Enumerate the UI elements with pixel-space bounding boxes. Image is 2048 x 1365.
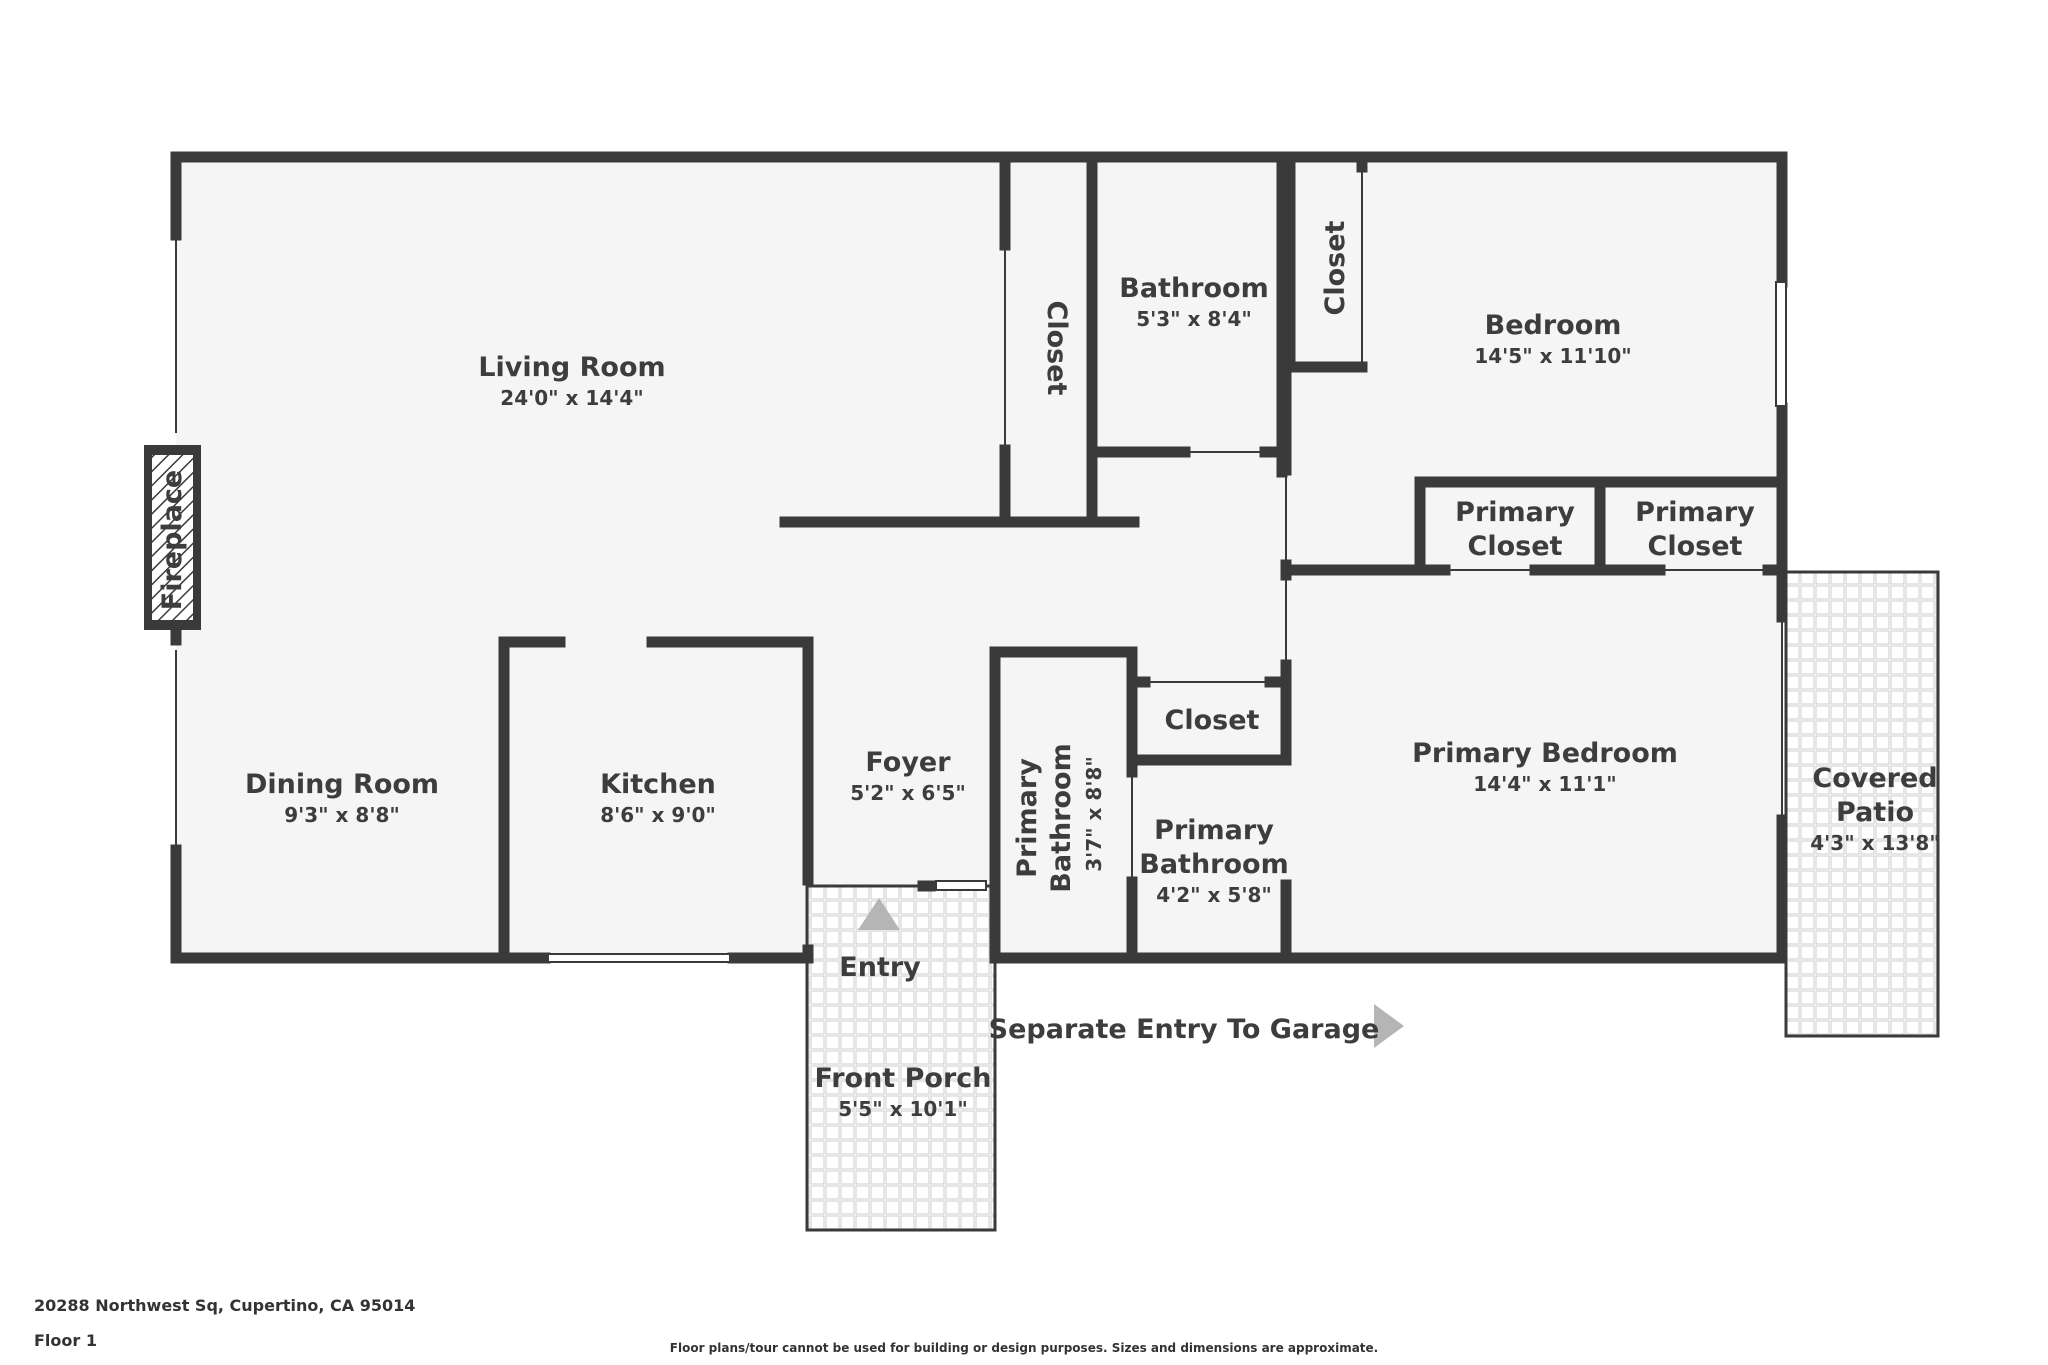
bathroom-dim: 5'3" x 8'4" — [1136, 307, 1252, 331]
primary-closet-2-line2: Closet — [1648, 531, 1743, 562]
primary-bedroom-dim: 14'4" x 11'1" — [1473, 772, 1616, 796]
front-porch-area — [805, 884, 997, 1232]
closet-2-name: Closet — [1320, 220, 1351, 315]
dining-room-dim: 9'3" x 8'8" — [284, 803, 400, 827]
garage-entry-label: Separate Entry To Garage — [989, 1014, 1380, 1045]
primary-bathroom-dim: 4'2" x 5'8" — [1156, 883, 1272, 907]
entry-arrow-icon — [858, 898, 900, 930]
living-room-dim: 24'0" x 14'4" — [500, 386, 643, 410]
covered-patio-line1: Covered — [1812, 763, 1937, 794]
bedroom-name: Bedroom — [1485, 310, 1622, 341]
interior-floor — [176, 157, 1782, 958]
primary-bedroom-name: Primary Bedroom — [1412, 738, 1678, 769]
front-porch-dim: 5'5" x 10'1" — [838, 1097, 968, 1121]
foyer-dim: 5'2" x 6'5" — [850, 781, 966, 805]
floor-label: Floor 1 — [34, 1331, 97, 1350]
primary-closet-1-line2: Closet — [1468, 531, 1563, 562]
primary-bathroom-vertical-line1: Primary — [1012, 758, 1043, 878]
closet-1-name: Closet — [1041, 301, 1072, 396]
fireplace: Fireplace — [144, 445, 201, 630]
bathroom-name: Bathroom — [1119, 273, 1268, 304]
property-address: 20288 Northwest Sq, Cupertino, CA 95014 — [34, 1296, 416, 1315]
walls — [170, 151, 1788, 964]
primary-closet-2-line1: Primary — [1635, 497, 1755, 528]
garage-arrow-icon — [1374, 1004, 1404, 1048]
living-room-name: Living Room — [478, 352, 665, 383]
kitchen-dim: 8'6" x 9'0" — [600, 803, 716, 827]
closet-small-name: Closet — [1165, 705, 1260, 736]
front-porch-name: Front Porch — [815, 1063, 992, 1094]
covered-patio-area — [1784, 570, 1940, 1038]
covered-patio-line2: Patio — [1836, 797, 1914, 828]
primary-closet-1-line1: Primary — [1455, 497, 1575, 528]
primary-bathroom-line1: Primary — [1154, 815, 1274, 846]
bedroom-dim: 14'5" x 11'10" — [1474, 344, 1631, 368]
fireplace-label: Fireplace — [157, 470, 188, 610]
dining-room-name: Dining Room — [245, 769, 439, 800]
foyer-name: Foyer — [865, 747, 951, 778]
entry-label: Entry — [839, 952, 921, 983]
openings — [175, 170, 1787, 963]
disclaimer: Floor plans/tour cannot be used for buil… — [669, 1341, 1379, 1355]
kitchen-name: Kitchen — [600, 769, 716, 800]
primary-bathroom-line2: Bathroom — [1139, 849, 1288, 880]
primary-bathroom-vertical-line2: Bathroom — [1046, 743, 1077, 892]
covered-patio-dim: 4'3" x 13'8" — [1810, 831, 1940, 855]
primary-bathroom-vertical-dim: 3'7" x 8'8" — [1082, 756, 1106, 872]
